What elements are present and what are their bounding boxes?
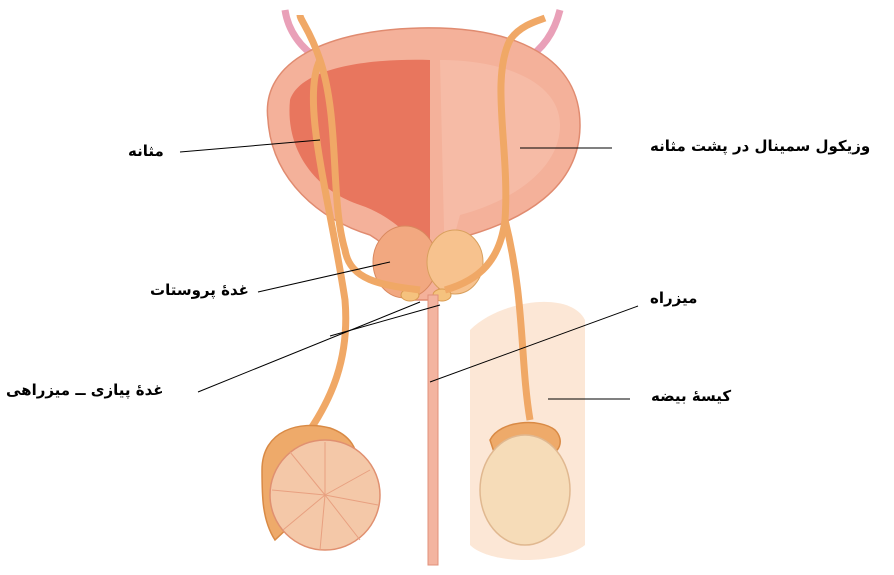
label-urethra: میزراه: [650, 289, 697, 307]
label-scrotum: کیسهٔ بیضه: [651, 387, 731, 405]
label-bladder: مثانه: [128, 142, 164, 160]
urethra-tube: [428, 295, 438, 565]
right-testis: [480, 435, 570, 545]
label-bulbourethral: غدهٔ پیازی ــ میزراهی: [6, 381, 164, 399]
leader-bulbourethral-1: [198, 302, 420, 392]
label-prostate: غدهٔ پروستات: [150, 281, 249, 299]
label-seminal-vesicle: وزیکول سمینال در پشت مثانه: [650, 137, 870, 155]
